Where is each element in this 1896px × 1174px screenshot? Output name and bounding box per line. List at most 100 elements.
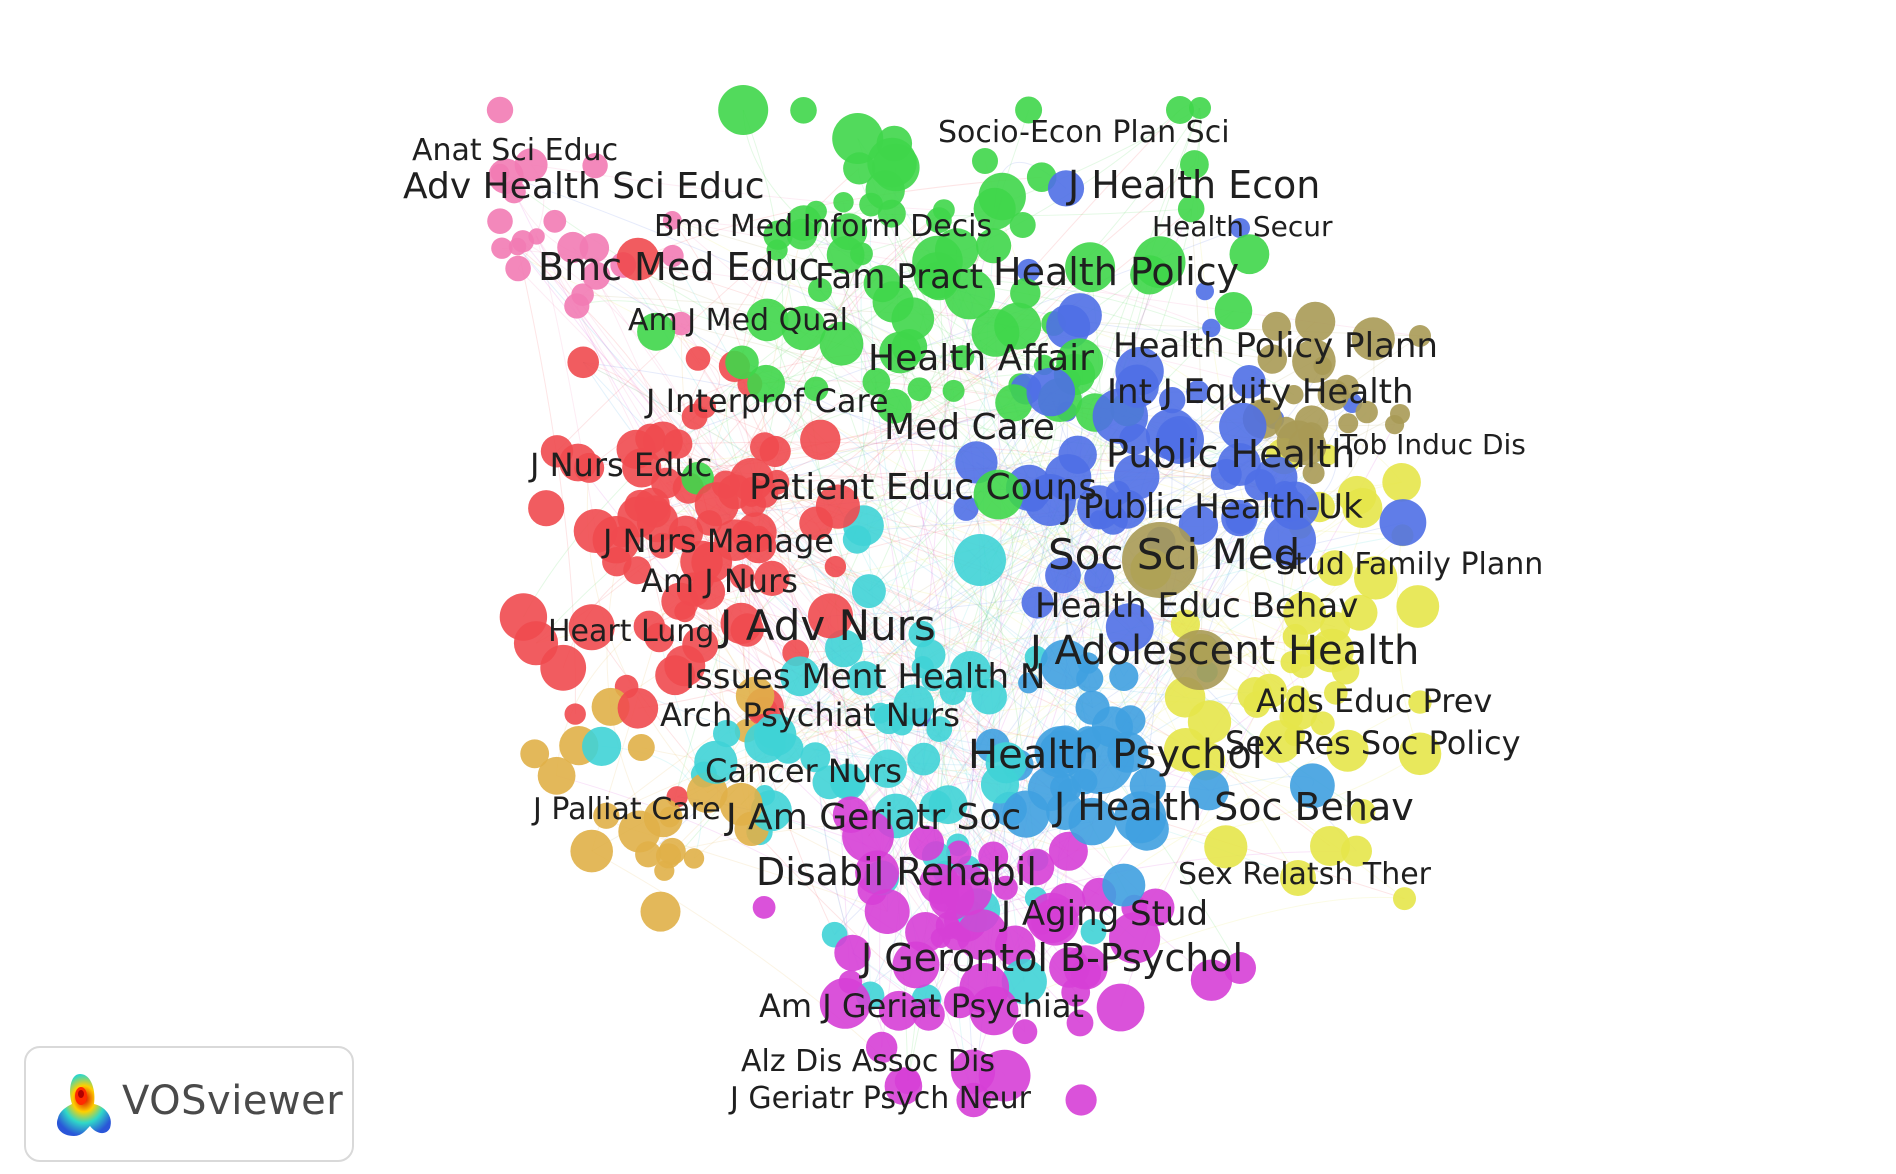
node-cyan[interactable] <box>825 629 863 668</box>
node-blue[interactable] <box>1195 282 1214 301</box>
node-green[interactable] <box>1229 234 1270 275</box>
node-cyan[interactable] <box>830 764 866 801</box>
node-red[interactable] <box>559 443 597 482</box>
node-red[interactable] <box>636 500 679 543</box>
node-red[interactable] <box>759 435 791 468</box>
node-cyan[interactable] <box>851 574 886 609</box>
node-green[interactable] <box>972 148 998 174</box>
node-label[interactable]: Health Psychol <box>968 732 1263 778</box>
node-magenta[interactable] <box>1224 952 1256 984</box>
node-magenta[interactable] <box>1017 848 1055 886</box>
node-pink[interactable] <box>582 153 608 179</box>
node-label[interactable]: Patient Educ Couns <box>749 467 1097 508</box>
node-green[interactable] <box>976 228 1012 264</box>
node-green[interactable] <box>912 235 963 287</box>
node-label[interactable]: Alz Dis Assoc Dis <box>741 1044 995 1079</box>
node-green[interactable] <box>1015 96 1043 124</box>
node-magenta[interactable] <box>1048 831 1088 871</box>
node-blue[interactable] <box>1159 387 1186 414</box>
node-orange[interactable] <box>570 829 613 873</box>
node-yellow[interactable] <box>1398 732 1442 776</box>
node-green[interactable] <box>1177 195 1205 223</box>
node-cyan[interactable] <box>868 749 907 788</box>
node-cyan[interactable] <box>754 713 797 757</box>
node-green[interactable] <box>926 207 952 234</box>
node-olive[interactable] <box>1262 311 1291 341</box>
node-cyan[interactable] <box>713 720 741 748</box>
node-green[interactable] <box>746 298 789 342</box>
node-label[interactable]: Sex Res Soc Policy <box>1225 724 1521 762</box>
node-blue[interactable] <box>1219 402 1267 451</box>
node-label[interactable]: Health Secur <box>1152 210 1333 243</box>
node-magenta[interactable] <box>978 1049 1031 1102</box>
node-pink[interactable] <box>505 255 531 282</box>
node-label[interactable]: Stud Family Plann <box>1276 547 1543 582</box>
node-red[interactable] <box>664 645 706 687</box>
node-red[interactable] <box>643 421 683 462</box>
node-magenta[interactable] <box>956 909 1008 961</box>
node-blue[interactable] <box>1016 258 1041 283</box>
node-magenta[interactable] <box>892 941 940 989</box>
node-magenta[interactable] <box>752 896 776 919</box>
node-cyan[interactable] <box>914 639 946 671</box>
node-olive[interactable] <box>1351 317 1395 361</box>
node-red[interactable] <box>800 419 841 460</box>
node-green[interactable] <box>763 220 793 250</box>
node-yellow[interactable] <box>1204 825 1248 869</box>
node-blue[interactable] <box>1092 388 1149 444</box>
node-label[interactable]: Am J Nurs <box>641 562 798 600</box>
node-green[interactable] <box>1180 150 1209 179</box>
node-red[interactable] <box>633 610 665 642</box>
node-label[interactable]: Soc Sci Med <box>1048 530 1300 579</box>
node-orange[interactable] <box>593 802 620 829</box>
node-red[interactable] <box>592 516 640 564</box>
node-magenta[interactable] <box>834 934 871 972</box>
node-red[interactable] <box>729 457 774 502</box>
node-red[interactable] <box>714 519 756 561</box>
node-yellow[interactable] <box>1326 729 1369 772</box>
node-green[interactable] <box>833 192 854 213</box>
node-olive[interactable] <box>1170 630 1230 690</box>
node-blue[interactable] <box>1105 603 1154 652</box>
node-green[interactable] <box>971 309 1020 357</box>
node-magenta[interactable] <box>1063 945 1108 990</box>
node-green[interactable] <box>891 297 935 341</box>
node-magenta[interactable] <box>842 810 894 863</box>
node-magenta[interactable] <box>1109 912 1161 964</box>
node-red[interactable] <box>564 703 586 725</box>
node-label[interactable]: J Nurs Educ <box>528 446 712 484</box>
node-cyan[interactable] <box>694 740 738 784</box>
node-blue[interactable] <box>1230 218 1250 238</box>
node-label[interactable]: Sex Relatsh Ther <box>1178 857 1432 892</box>
node-lightblue[interactable] <box>1109 661 1139 692</box>
node-olive[interactable] <box>1292 339 1336 384</box>
node-orange[interactable] <box>719 782 763 826</box>
node-cyan[interactable] <box>800 742 831 773</box>
node-olive[interactable] <box>1317 379 1350 411</box>
node-label[interactable]: Bmc Med Educ <box>538 245 820 289</box>
node-label[interactable]: J Health Econ <box>1066 163 1320 207</box>
node-label[interactable]: Anat Sci Educ <box>412 133 618 168</box>
node-yellow[interactable] <box>1341 594 1378 631</box>
node-orange[interactable] <box>735 676 775 716</box>
node-green[interactable] <box>718 85 769 135</box>
node-red[interactable] <box>685 346 711 371</box>
node-blue[interactable] <box>1379 499 1427 546</box>
node-orange[interactable] <box>520 739 550 769</box>
node-yellow[interactable] <box>1317 550 1353 586</box>
node-label[interactable]: Tob Induc Dis <box>1339 428 1526 461</box>
node-label[interactable]: J Interprof Care <box>644 382 889 420</box>
node-yellow[interactable] <box>1396 585 1440 628</box>
node-label[interactable]: Health Affair <box>868 338 1094 379</box>
node-green[interactable] <box>725 345 759 380</box>
node-cyan[interactable] <box>582 726 622 767</box>
node-orange[interactable] <box>658 837 686 865</box>
node-blue[interactable] <box>1024 474 1076 526</box>
node-olive[interactable] <box>1295 301 1336 342</box>
node-red[interactable] <box>694 482 739 527</box>
node-blue[interactable] <box>1264 514 1316 566</box>
node-yellow[interactable] <box>1408 690 1432 714</box>
node-yellow[interactable] <box>1393 887 1416 911</box>
node-label[interactable]: Health Policy <box>993 250 1239 294</box>
